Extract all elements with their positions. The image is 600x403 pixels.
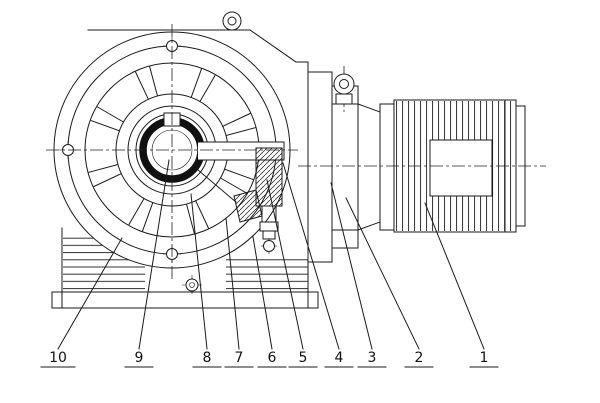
hub-spokes (88, 66, 256, 234)
callout-label-7: 7 (235, 350, 244, 366)
leader-6 (252, 236, 273, 350)
eyebolt-ring (222, 11, 242, 31)
callout-label-6: 6 (268, 350, 277, 366)
callout-label-8: 8 (203, 350, 212, 366)
leader-4 (282, 162, 340, 350)
adapter-plate (307, 71, 333, 263)
adapter-flange-ring (331, 85, 359, 249)
housing-cooling-fins-right (226, 254, 308, 290)
motor-nameplate (429, 139, 493, 197)
foot-pad (51, 291, 319, 309)
coupling-strut (197, 169, 237, 203)
bolt-end-view (263, 240, 275, 252)
housing-top-chamfer (249, 29, 297, 63)
leader-10 (57, 237, 123, 350)
eyebolt-ring (333, 73, 355, 95)
callout-label-2: 2 (415, 350, 424, 366)
callout-label-9: 9 (135, 350, 144, 366)
adapter-cone-top (357, 103, 381, 113)
coupling-detail (197, 141, 285, 254)
callout-label-1: 1 (480, 350, 489, 366)
motor-front-flange (379, 103, 395, 231)
leader-1 (424, 202, 485, 350)
coupling-hub-section (255, 147, 283, 207)
drain-plug (182, 275, 202, 294)
leader-lines (57, 159, 485, 350)
leader-2 (345, 197, 420, 350)
lifting-eyebolt-adapter (333, 66, 355, 112)
leader-5 (266, 179, 304, 350)
motor-adapter (307, 66, 381, 263)
callout-label-3: 3 (368, 350, 377, 366)
leader-8 (190, 193, 208, 350)
leader-7 (225, 217, 240, 350)
lifting-eyebolt-gearbox (222, 11, 242, 31)
adapter-cone-bottom (357, 221, 381, 231)
leader-3 (330, 182, 373, 350)
callout-label-10: 10 (49, 350, 67, 366)
callout-label-4: 4 (335, 350, 344, 366)
callouts: 10 9 8 7 6 5 4 3 2 1 (40, 350, 499, 368)
base-foot (51, 275, 319, 309)
bolt-hex-head (259, 221, 279, 232)
centerlines (46, 24, 546, 280)
callout-label-5: 5 (299, 350, 308, 366)
leader-9 (138, 159, 170, 350)
bolt-shank (262, 230, 276, 240)
